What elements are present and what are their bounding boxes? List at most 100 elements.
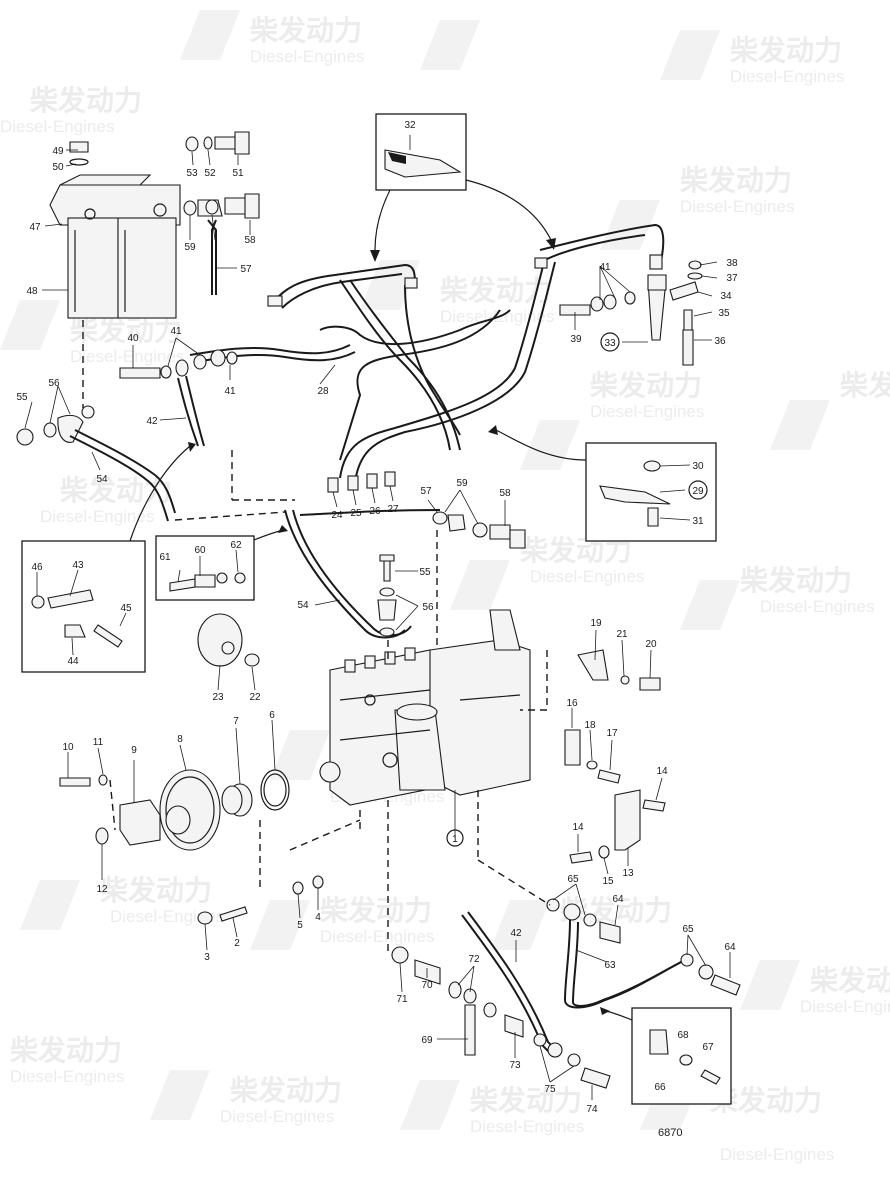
part-label-10: 10 (62, 742, 74, 753)
part-label-25: 25 (350, 508, 362, 519)
part-label-42: 42 (510, 928, 522, 939)
part-label-12: 12 (96, 884, 108, 895)
watermark-brand: 柴发动力 (730, 34, 842, 66)
part-label-13: 13 (622, 868, 634, 879)
watermark-brand: 柴发动力 (740, 564, 852, 596)
part-label-23: 23 (212, 692, 224, 703)
watermark-brand: 柴发动力 (30, 84, 142, 116)
watermark-sub: Diesel-Engines (40, 507, 154, 526)
part-label-73: 73 (509, 1060, 521, 1071)
watermark-sub: Diesel-Engines (680, 197, 794, 216)
watermark-sub: Diesel-Engines (720, 1145, 834, 1164)
callout-box-29-31 (585, 442, 717, 542)
leader-lines (24, 135, 731, 1100)
watermark-sub: Diesel-Engines (800, 997, 890, 1016)
part-label-54: 54 (96, 474, 108, 485)
circled-part-1 (446, 829, 464, 847)
part-label-68: 68 (677, 1030, 689, 1041)
part-label-21: 21 (616, 629, 628, 640)
part-label-59: 59 (184, 242, 196, 253)
part-label-45: 45 (120, 603, 132, 614)
gear-assembly (59, 769, 290, 851)
pipe-54 (16, 405, 176, 522)
callout-box-43-46 (21, 540, 146, 673)
bolts-51-53 (185, 131, 250, 155)
part-label-22: 22 (249, 692, 261, 703)
watermark-sub: Diesel-Engines (760, 597, 874, 616)
part-label-40: 40 (127, 333, 139, 344)
part-label-55: 55 (419, 567, 431, 578)
part-label-51: 51 (232, 168, 244, 179)
watermark-brand: 柴发动力 (680, 164, 792, 196)
watermark-brand: 柴发动力 (320, 894, 432, 926)
part-label-48: 48 (26, 286, 38, 297)
part-label-72: 72 (468, 954, 480, 965)
watermark-brand: 柴发动力 (470, 1084, 582, 1116)
part-label-61: 61 (159, 552, 171, 563)
injection-pump (319, 609, 531, 806)
part-label-53: 53 (186, 168, 198, 179)
part-label-33: 33 (604, 338, 616, 349)
part-label-17: 17 (606, 728, 618, 739)
callout-arrows (129, 179, 633, 1021)
watermark-sub: Diesel-Engines (70, 347, 184, 366)
watermark-brand: 柴发动力 (840, 369, 890, 401)
part-label-1: 1 (452, 834, 458, 845)
circled-part-33 (600, 332, 620, 352)
part-label-75: 75 (544, 1084, 556, 1095)
part-label-26: 26 (369, 506, 381, 517)
brackets-13-19 (564, 649, 666, 864)
part-label-44: 44 (67, 656, 79, 667)
part-label-7: 7 (233, 716, 239, 727)
part-label-56: 56 (48, 378, 60, 389)
part-label-5: 5 (297, 920, 303, 931)
part-label-35: 35 (718, 308, 730, 319)
part-label-41: 41 (599, 262, 611, 273)
part-label-56: 56 (422, 602, 434, 613)
part-label-20: 20 (645, 639, 657, 650)
banjo-55-56 (377, 554, 397, 637)
pipe-57 (284, 509, 526, 639)
part-label-59: 59 (456, 478, 468, 489)
part-label-58: 58 (244, 235, 256, 246)
part-label-47: 47 (29, 222, 41, 233)
injection-lines (189, 223, 665, 493)
part-label-69: 69 (421, 1035, 433, 1046)
part-label-28: 28 (317, 386, 329, 397)
fuel-filter-assembly (49, 141, 181, 319)
part-label-31: 31 (692, 516, 704, 527)
part-label-11: 11 (93, 737, 104, 748)
part-label-46: 46 (31, 562, 43, 573)
injector-assembly (559, 260, 703, 366)
part-label-43: 43 (72, 560, 84, 571)
watermark-sub: Diesel-Engines (730, 67, 844, 86)
part-label-62: 62 (230, 540, 242, 551)
part-label-27: 27 (387, 504, 399, 515)
part-label-64: 64 (724, 942, 736, 953)
part-label-37: 37 (726, 273, 738, 284)
part-label-58: 58 (499, 488, 511, 499)
part-label-60: 60 (194, 545, 206, 556)
watermark-sub: Diesel-Engines (530, 567, 644, 586)
disc-23 (197, 613, 260, 667)
part-label-9: 9 (131, 745, 137, 756)
callout-box-66-68 (631, 1007, 732, 1105)
part-label-55: 55 (16, 392, 28, 403)
part-label-57: 57 (240, 264, 252, 275)
part-label-24: 24 (331, 510, 343, 521)
watermark-brand: 柴发动力 (230, 1074, 342, 1106)
part-label-2: 2 (234, 938, 240, 949)
dashed-leaders (82, 320, 551, 955)
watermark-sub: Diesel-Engines (470, 1117, 584, 1136)
part-label-65: 65 (567, 874, 579, 885)
part-label-38: 38 (726, 258, 738, 269)
watermark-brand: 柴发动力 (250, 14, 362, 46)
part-label-14: 14 (656, 766, 668, 777)
watermark-sub: Diesel-Engines (220, 1107, 334, 1126)
watermark-sub: Diesel-Engines (590, 402, 704, 421)
callout-box-32 (375, 113, 467, 191)
watermark-sub: Diesel-Engines (320, 927, 434, 946)
part-label-49: 49 (52, 146, 64, 157)
watermark-brand: 柴发动力 (100, 874, 212, 906)
